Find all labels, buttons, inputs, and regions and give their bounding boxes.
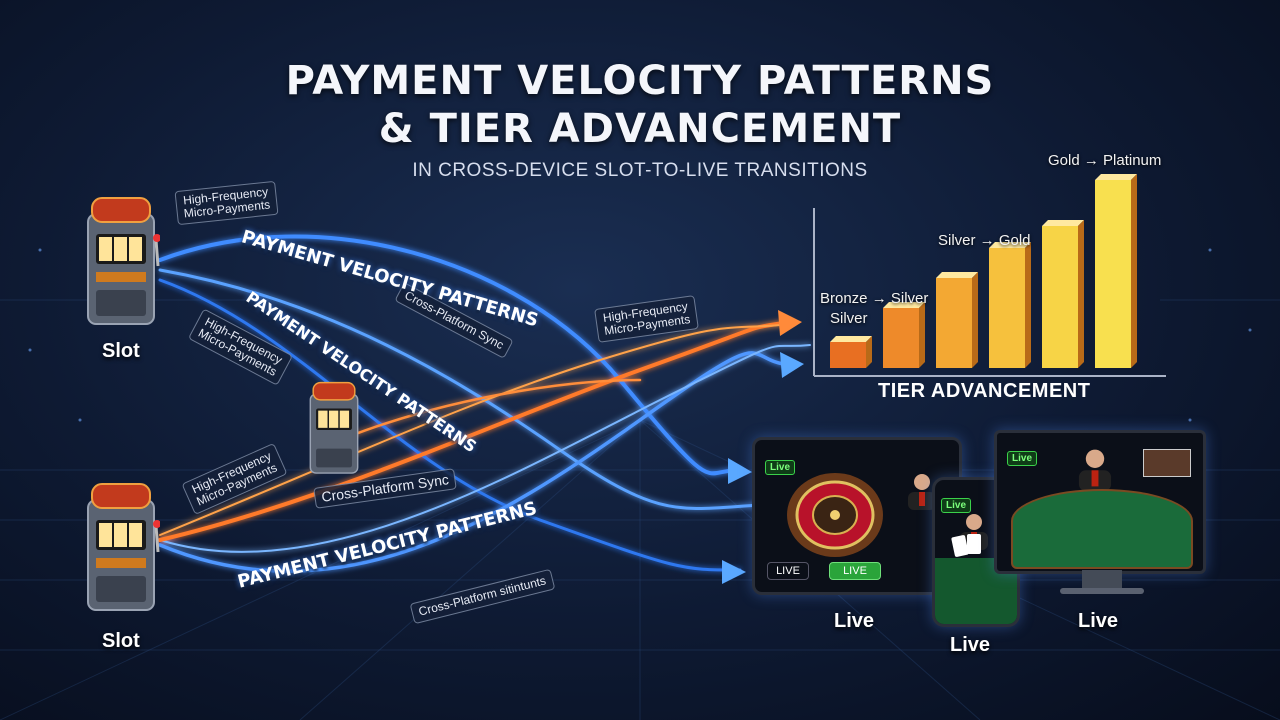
- live-badge: Live: [765, 460, 796, 475]
- slot-machine-icon: [87, 483, 160, 611]
- tablet-label: Live: [834, 610, 875, 632]
- monitor-device: Live: [994, 430, 1206, 574]
- blue-flow-curve: [158, 278, 742, 572]
- tier-bar-side: [1078, 220, 1084, 368]
- live-button[interactable]: LIVE: [767, 562, 809, 580]
- monitor-label: Live: [1078, 610, 1119, 632]
- title-line-1: PAYMENT VELOCITY PATTERNS: [285, 58, 995, 104]
- tier-bar-top: [1042, 220, 1084, 226]
- slot-label: Slot: [102, 340, 140, 362]
- tier-bar-top: [1095, 174, 1137, 180]
- orange-flow-curve: [338, 378, 642, 442]
- tier-advancement-chart: [813, 174, 1166, 377]
- tablet-device: Live LIVE LIVE: [752, 437, 962, 595]
- slot-machine-icon: [87, 197, 160, 325]
- arrow-head: [722, 560, 746, 584]
- arrow-head: [780, 352, 804, 378]
- tier-bar: [883, 308, 919, 368]
- roulette-wheel-icon: [787, 473, 883, 557]
- tier-bar-side: [866, 336, 872, 368]
- subtitle: IN CROSS-DEVICE SLOT-TO-LIVE TRANSITIONS: [412, 160, 868, 181]
- live-button-active[interactable]: LIVE: [829, 562, 881, 580]
- tier-label-gold-platinum: Gold → Platinum: [1048, 152, 1162, 169]
- blue-flow-curve: [158, 351, 792, 573]
- dealer-avatar-icon: [1078, 449, 1112, 491]
- tier-bar: [1042, 226, 1078, 368]
- tier-label-silver-gold: Silver → Gold: [938, 232, 1031, 249]
- tier-bar-side: [919, 302, 925, 368]
- tier-bar-top: [883, 302, 925, 308]
- tier-bar: [830, 342, 866, 368]
- slot-machine-icon: [309, 381, 359, 474]
- tier-bar: [936, 278, 972, 368]
- tier-bar: [1095, 180, 1131, 368]
- tier-label-bronze-silver: Bronze → Silver: [820, 290, 929, 307]
- arrow-heads: [722, 310, 804, 584]
- tier-bar-side: [1025, 242, 1031, 368]
- tier-bar-side: [1131, 174, 1137, 368]
- video-thumbnail: [1143, 449, 1191, 477]
- monitor-stand: [1082, 570, 1122, 590]
- tier-bar-top: [989, 242, 1031, 248]
- orange-flow-curve: [158, 320, 792, 542]
- slot-label: Slot: [102, 630, 140, 652]
- tier-label-silver: Silver: [830, 310, 868, 327]
- live-badge: Live: [1007, 451, 1038, 466]
- tier-bar-top: [830, 336, 872, 342]
- arrow-head: [778, 310, 802, 336]
- dealer-avatar-icon: [908, 474, 936, 510]
- blackjack-table: [1011, 489, 1193, 569]
- tier-chart-title: TIER ADVANCEMENT: [878, 380, 1091, 402]
- title-line-2: & TIER ADVANCEMENT: [378, 106, 902, 152]
- live-badge: Live: [941, 498, 972, 513]
- playing-card-icon: [967, 534, 981, 554]
- orange-flow-curve: [159, 324, 781, 536]
- tier-bar-side: [972, 272, 978, 368]
- tier-bar: [989, 248, 1025, 368]
- arrow-head: [728, 458, 752, 484]
- blue-flow-curve: [158, 234, 742, 476]
- phone-label: Live: [950, 634, 991, 656]
- monitor-base: [1060, 588, 1144, 594]
- blue-flow-curve: [158, 268, 762, 511]
- blue-flow-curve: [159, 344, 811, 553]
- tier-bar-top: [936, 272, 978, 278]
